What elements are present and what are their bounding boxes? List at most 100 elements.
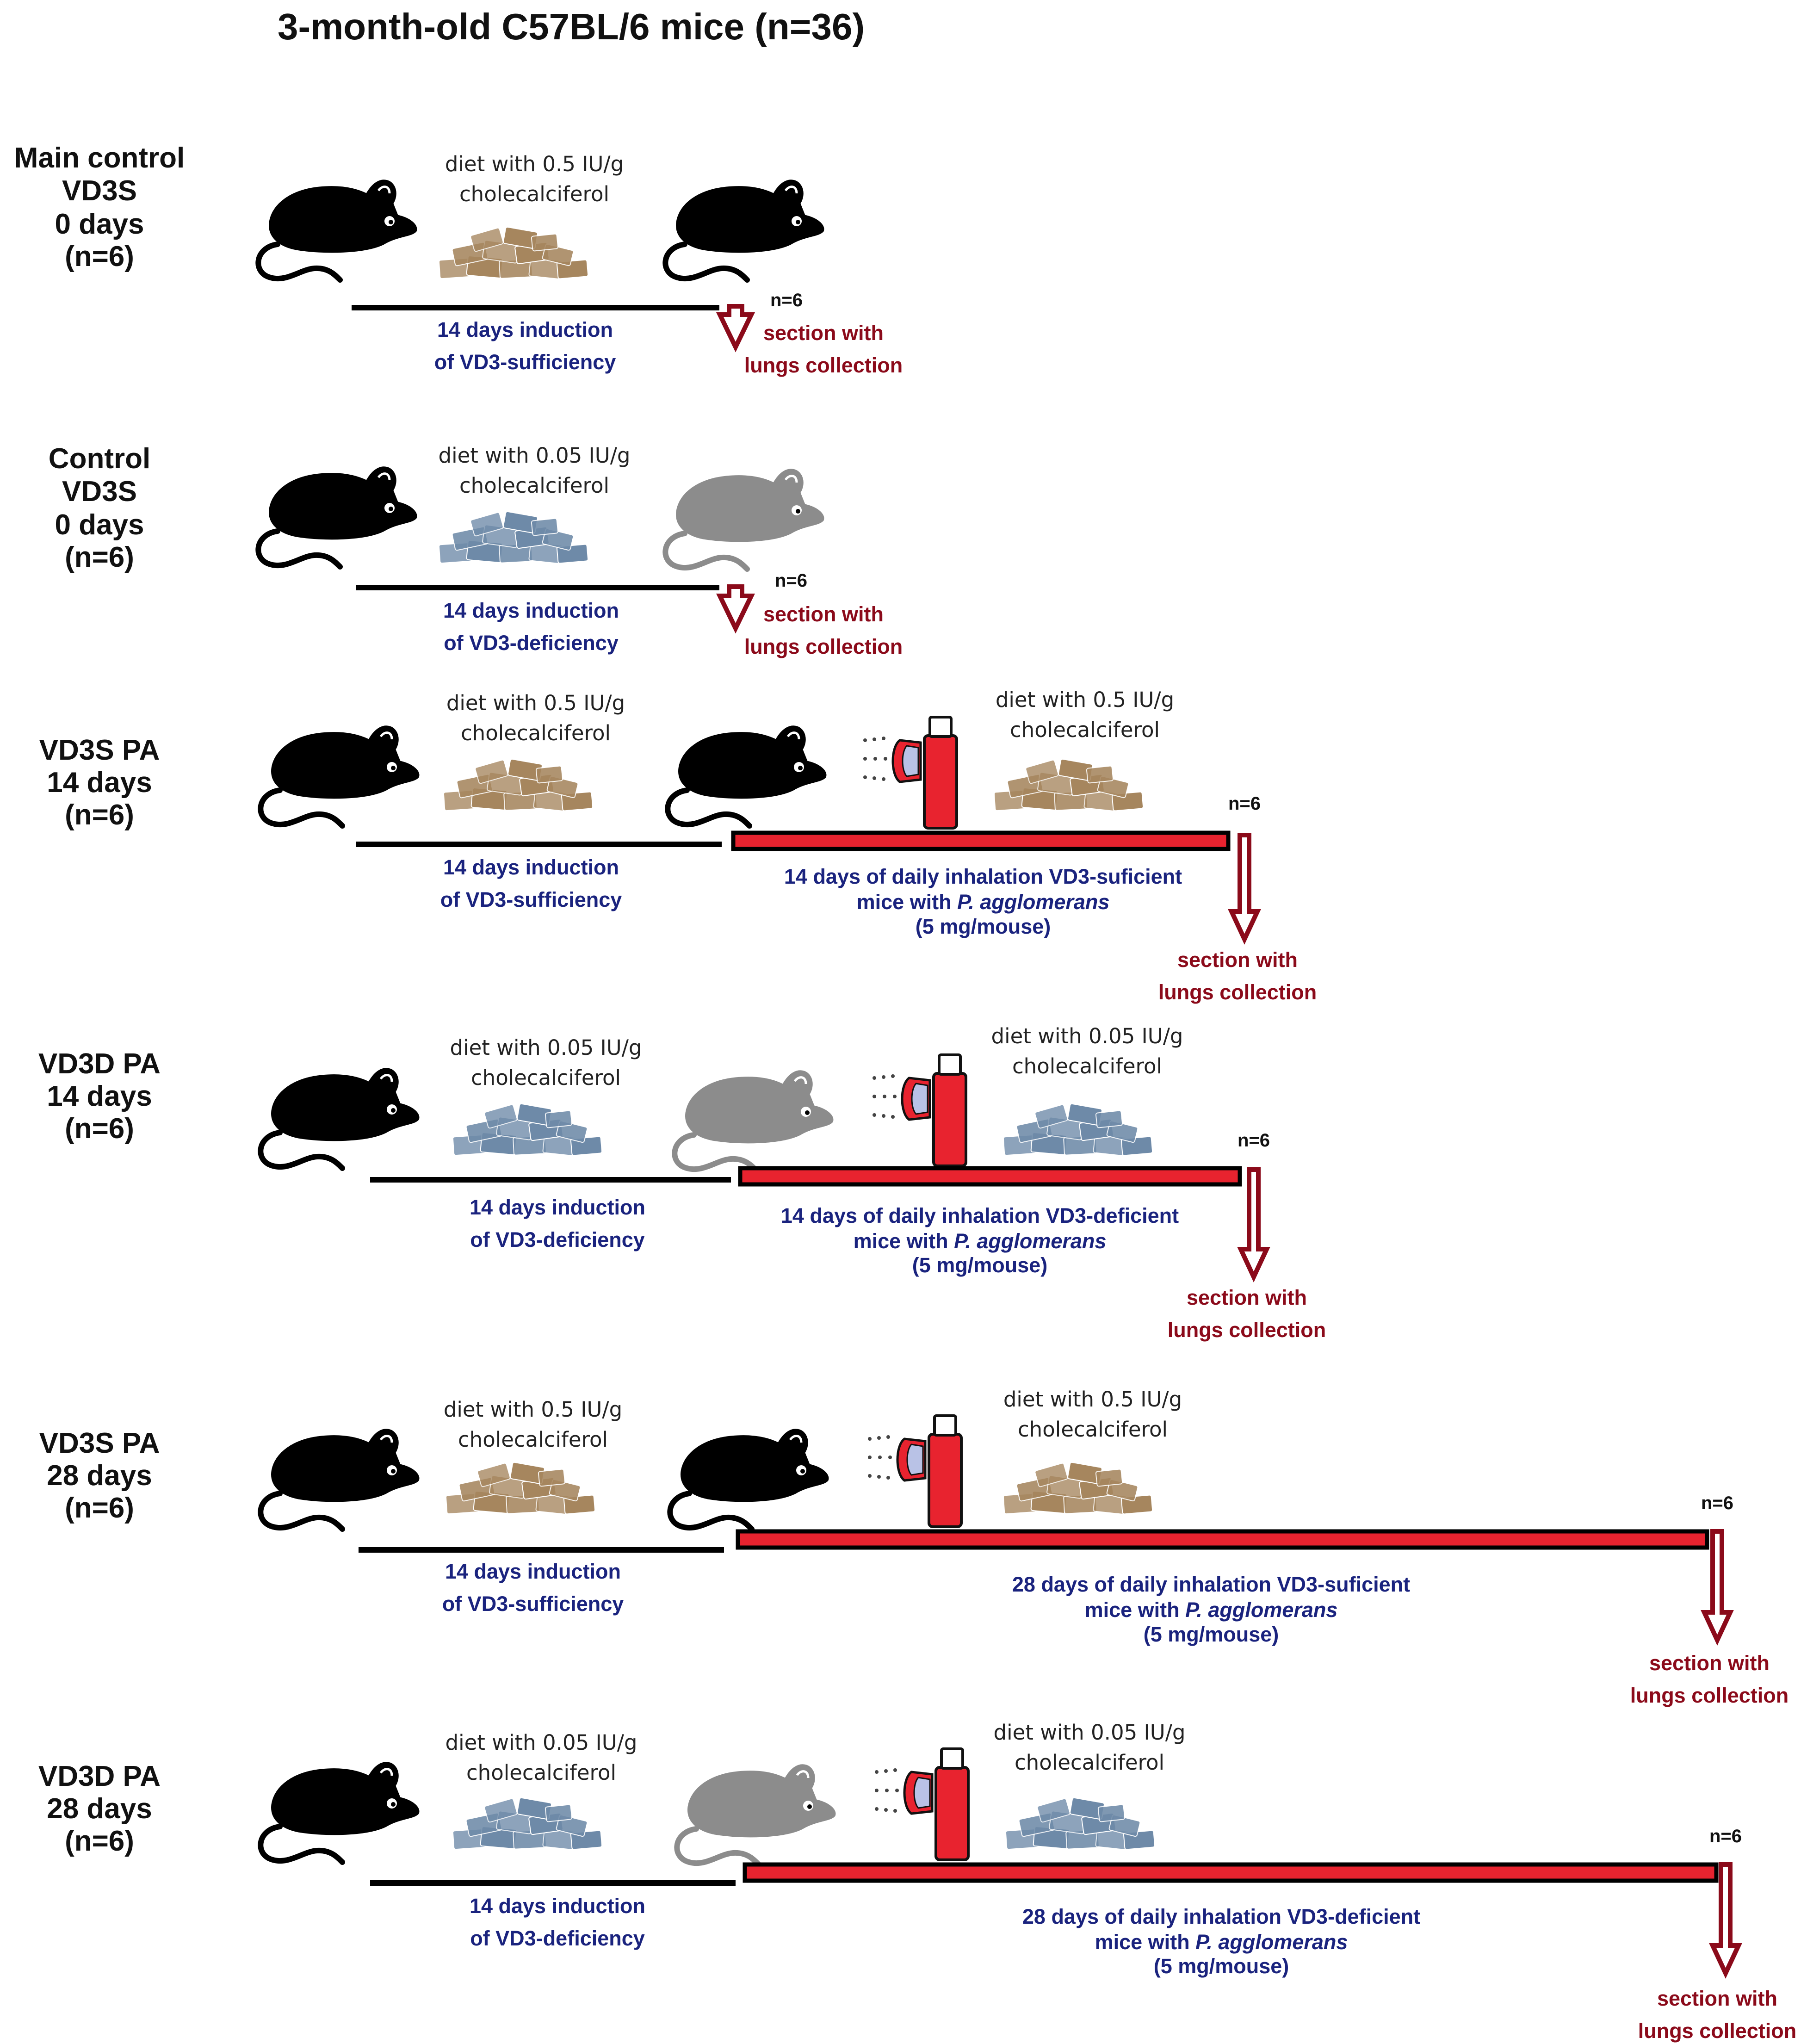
collection-label: lungs collection [1158,980,1317,1004]
pellet [1095,1468,1123,1487]
spray-dot [875,1789,879,1792]
mouse-pupil [805,1110,810,1115]
inhalation-label: 14 days of daily inhalation VD3-suficien… [784,865,1182,888]
mouse-icon [260,1068,419,1168]
mouse-icon [260,1429,419,1529]
pellet [531,233,559,252]
mouse-ear-line [796,1770,810,1778]
spray-dot [886,1476,890,1480]
mouse-icon [670,1429,829,1529]
food-pellets-icon [452,1103,603,1157]
group-label-line: (n=6) [65,799,134,831]
mouse-pupil [391,1108,396,1113]
inhalation-label: mice with P. agglomerans [857,890,1110,914]
mouse-silhouette [670,1429,829,1529]
arrow-shape [1701,1529,1734,1646]
spray-dot [875,1770,879,1774]
inhaler-mask [906,1443,924,1476]
mouse-ear-line [379,731,393,740]
food-pellets-icon [443,758,594,812]
inhalation-timeline [736,1529,1709,1550]
pellet [538,1468,566,1487]
diet-label: cholecalciferol [1010,718,1160,742]
n-label: n=6 [775,570,807,591]
inhaler-cap [933,1414,957,1437]
pellet [477,1462,511,1487]
mouse-icon [665,180,824,280]
inhalation-label: mice with P. agglomerans [854,1229,1107,1253]
spray-dot [891,1074,895,1078]
mouse-silhouette [258,467,417,567]
diet-label: diet with 0.5 IU/g [444,1397,622,1422]
diet-label: cholecalciferol [459,473,609,498]
spray-dot [882,1114,885,1118]
spray-dot [868,1437,872,1441]
down-arrow-icon [1701,1529,1734,1646]
pellet [545,1110,573,1128]
group-label-line: Control [49,443,150,475]
n-label: n=6 [1238,1130,1270,1151]
mouse-icon [668,726,826,826]
group-label-line: (n=6) [65,541,134,573]
spray-dot [873,1095,876,1098]
inhaler-mask [911,1083,928,1115]
figure-title: 3-month-old C57BL/6 mice (n=36) [278,6,865,47]
mouse-pupil [391,766,396,770]
spray-dot [863,775,867,779]
mouse-icon [665,469,824,569]
down-arrow-icon [1228,833,1261,945]
pellet [1025,759,1059,784]
collection-label: section with [1177,948,1298,972]
inhalation-label: mice with P. agglomerans [1085,1598,1338,1622]
mouse-icon [258,180,417,280]
pellet [1095,1110,1123,1128]
group-label-line: VD3D PA [38,1048,161,1080]
mouse-ear-line [379,1768,393,1776]
spray-dot [863,738,867,742]
spray-dot [882,737,885,740]
diet-label: diet with 0.05 IU/g [991,1024,1183,1048]
spray-dot [877,1475,881,1479]
pellet [535,765,563,784]
diet-label: cholecalciferol [1012,1054,1162,1078]
spray-dot [882,777,885,781]
food-pellets-icon [445,1462,596,1515]
induction-label: 14 days induction [470,1894,645,1918]
diet-label: cholecalciferol [466,1760,616,1785]
spray-dot [875,1807,879,1811]
induction-label: of VD3-deficiency [470,1926,645,1950]
mouse-ear-line [379,1074,393,1082]
inhaler-icon [868,1414,963,1528]
group-label-line: VD3S [62,175,137,207]
pellet [1034,1104,1068,1129]
mouse-silhouette [665,469,824,569]
collection-label: lungs collection [744,635,903,658]
arrow-shape [1237,1167,1270,1282]
n-label: n=6 [1228,793,1261,814]
arrow-shape [1709,1862,1742,1979]
collection-label: section with [1657,1987,1777,2010]
spray-dot [878,1456,882,1459]
spray-dot [893,1095,897,1098]
mouse-ear-line [784,475,798,483]
pellet [475,759,508,784]
diet-label: diet with 0.5 IU/g [445,152,624,176]
group-label-line: VD3D PA [38,1760,161,1792]
group-label-line: 14 days [47,1080,152,1112]
inhaler-icon [873,1053,967,1167]
diet-label: cholecalciferol [458,1427,608,1452]
n-label: n=6 [1709,1826,1742,1846]
mouse-pupil [800,1469,805,1474]
inhaler-mask [902,745,919,777]
inhalation-label: 14 days of daily inhalation VD3-deficien… [781,1204,1179,1227]
inhaler-cap [940,1747,964,1770]
spray-dot [886,1435,890,1439]
group-label-line: VD3S PA [39,734,160,766]
food-pellets-icon [452,1797,603,1851]
collection-label: lungs collection [1630,1684,1789,1707]
spray-dot [895,1789,899,1792]
